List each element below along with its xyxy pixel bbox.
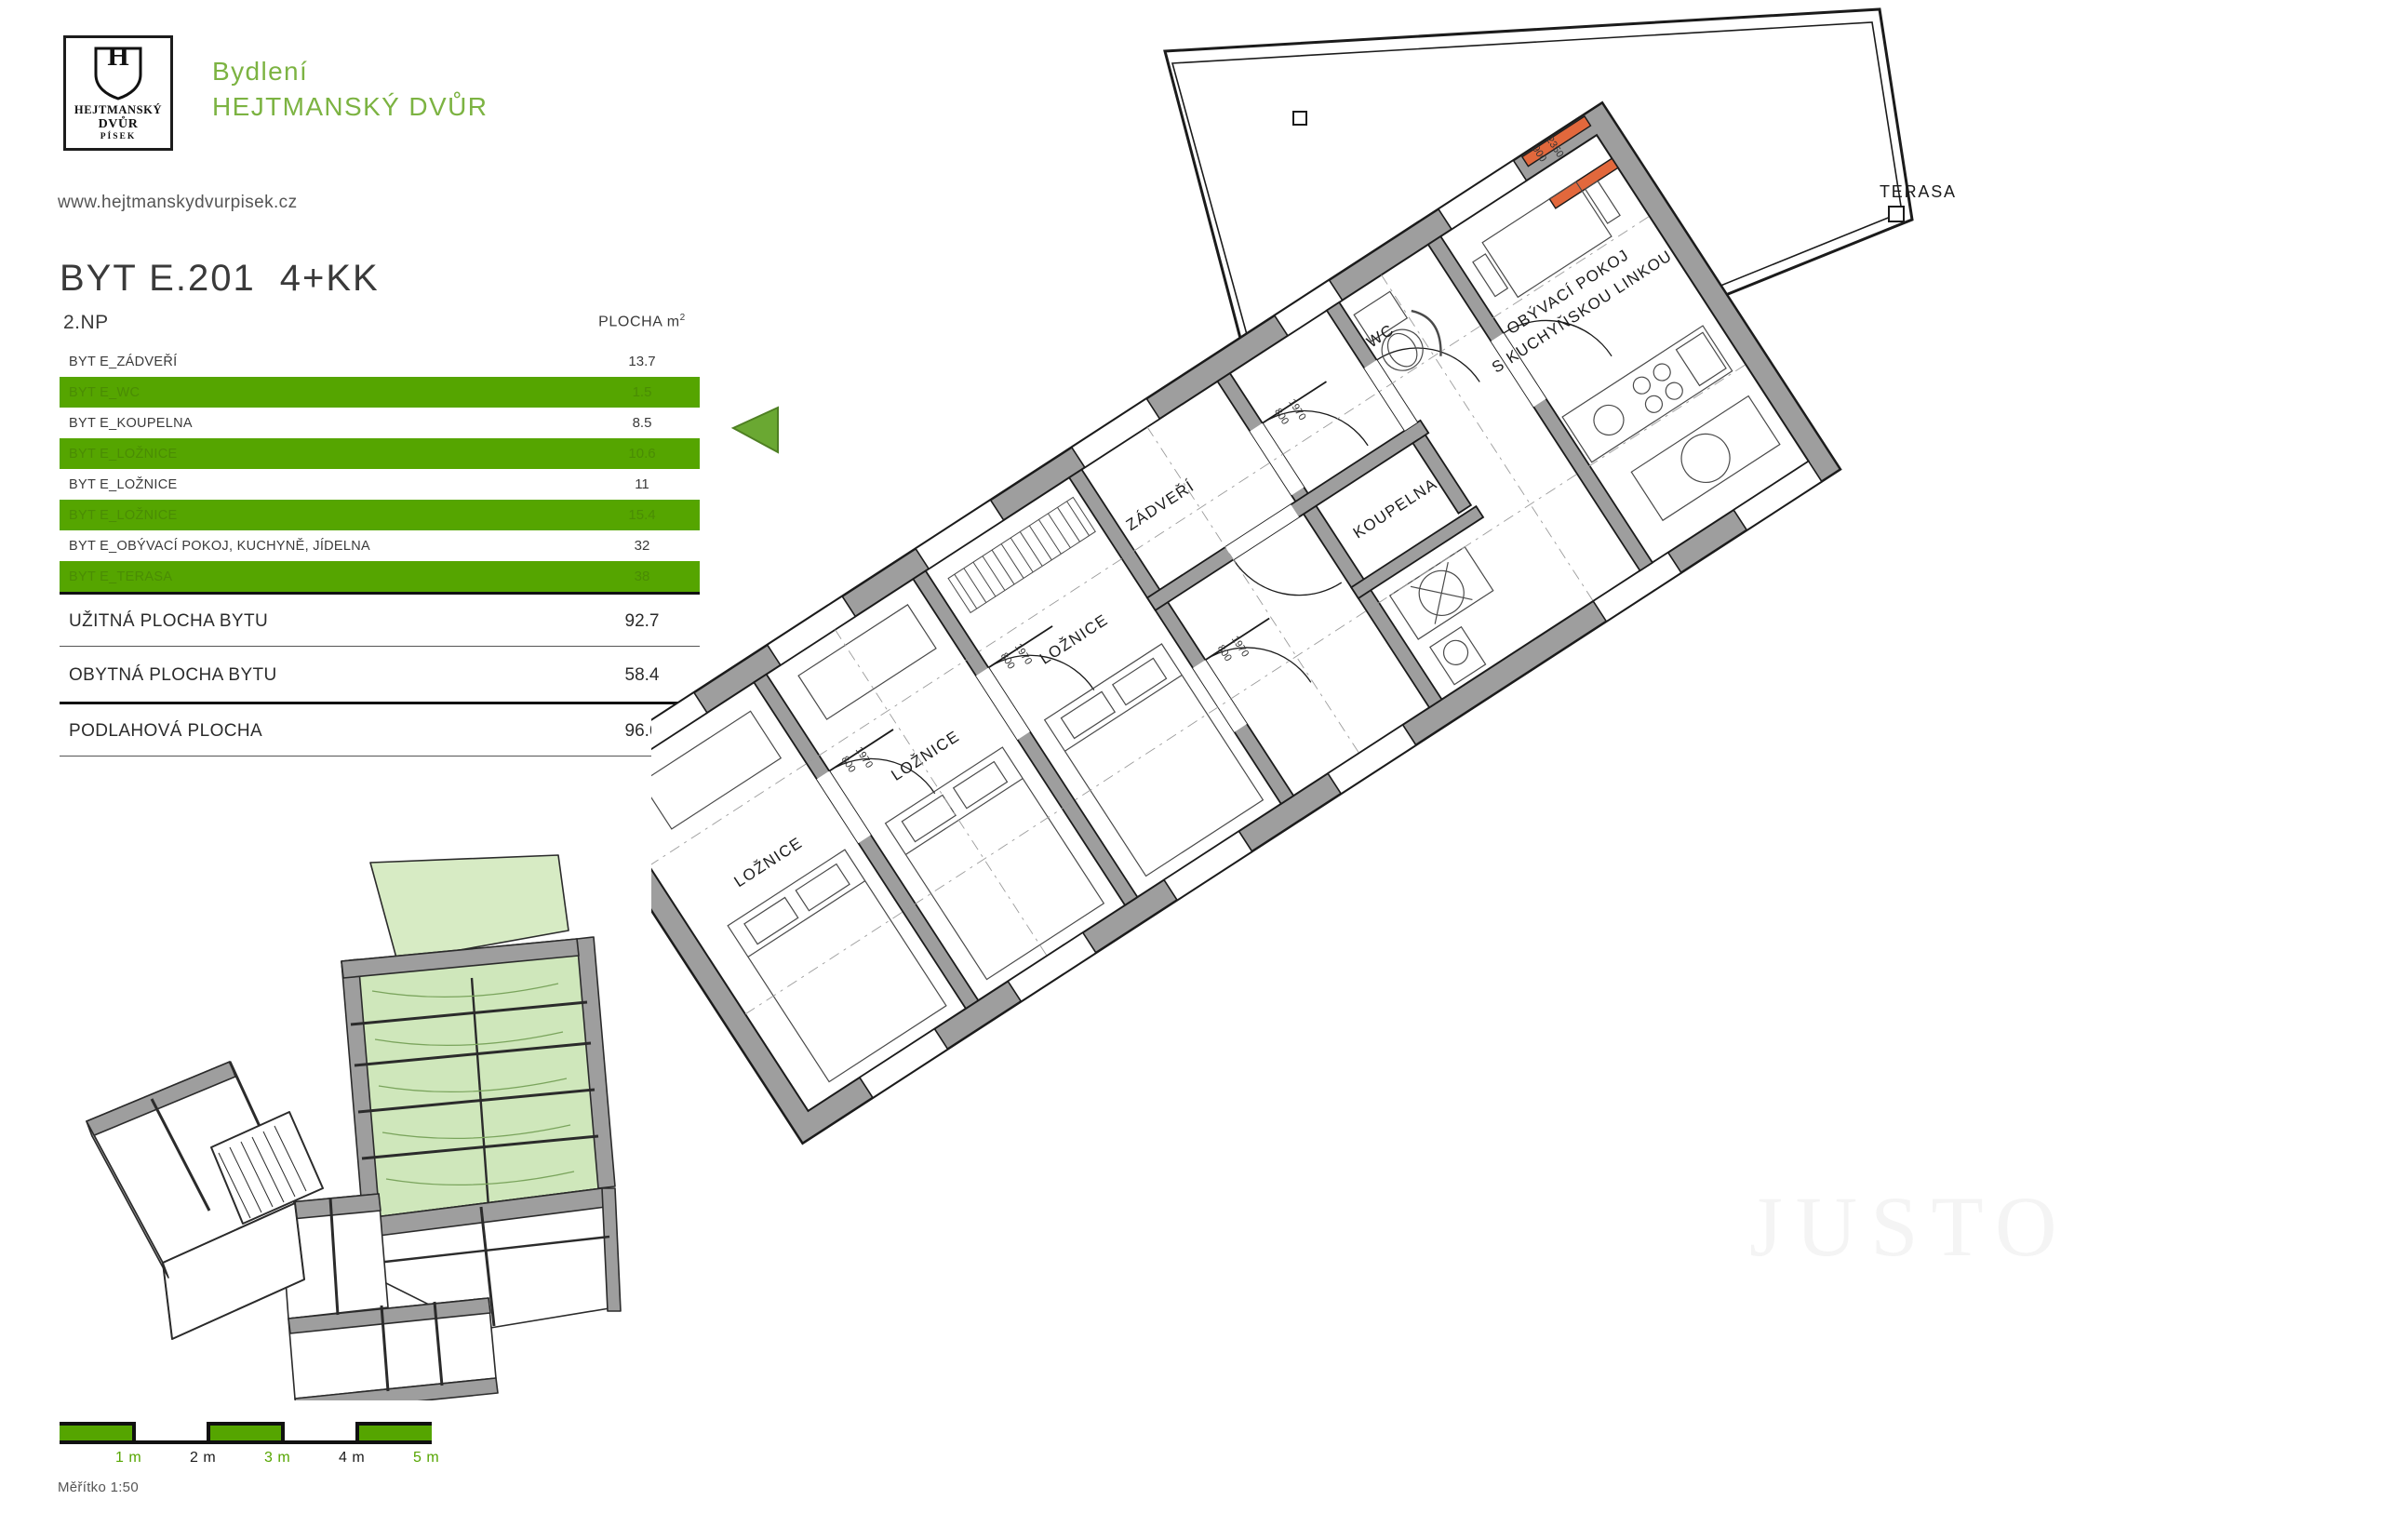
table-row: BYT E_WC 1.5 (60, 377, 700, 408)
summary-value-living: 58.4 (624, 665, 660, 685)
summary-row-floor-area: PODLAHOVÁ PLOCHA 96.6 (60, 711, 700, 754)
room-name-cell: BYT E_LOŽNICE (69, 446, 178, 462)
table-divider-top (60, 592, 700, 595)
room-area-cell: 1.5 (632, 384, 652, 400)
scale-tick-4m: 4 m (339, 1450, 366, 1466)
summary-row-living: OBYTNÁ PLOCHA BYTU 58.4 (60, 655, 700, 698)
doors (816, 319, 1613, 844)
room-area-cell: 38 (634, 569, 650, 584)
table-divider-bottom (60, 702, 700, 704)
room-area-cell: 10.6 (628, 446, 656, 462)
room-area-cell: 11 (635, 476, 649, 492)
table-divider-end (60, 756, 700, 757)
room-area-cell: 32 (634, 538, 650, 554)
room-label-terasa: TERASA (1880, 182, 1957, 201)
axis-lines (651, 215, 1746, 1015)
shield-icon (94, 47, 142, 100)
info-panel: H HEJTMANSKÝ DVŮR PÍSEK Bydlení HEJTMANS… (0, 0, 744, 1540)
room-name-cell: BYT E_KOUPELNA (69, 415, 193, 431)
logo-city: PÍSEK (100, 132, 137, 141)
logo-name-line1: HEJTMANSKÝ (74, 103, 163, 116)
room-area-cell: 8.5 (632, 415, 652, 431)
justo-watermark: JUSTO (1749, 1179, 2070, 1274)
scale-tick-labels: 1 m 2 m 3 m 4 m 5 m (58, 1450, 458, 1470)
brand-title-line2: HEJTMANSKÝ DVŮR (212, 92, 488, 121)
room-name-cell: BYT E_LOŽNICE (69, 476, 178, 492)
table-row: BYT E_LOŽNICE 11 (60, 469, 700, 500)
scale-tick-3m: 3 m (264, 1450, 291, 1466)
keyplan-terrace (369, 854, 569, 962)
scale-tick-5m: 5 m (413, 1450, 440, 1466)
summary-row-usable: UŽITNÁ PLOCHA BYTU 92.7 (60, 601, 700, 644)
table-row: BYT E_LOŽNICE 10.6 (60, 438, 700, 469)
summary-divider (60, 646, 700, 647)
website-url[interactable]: www.hejtmanskydvurpisek.cz (58, 193, 298, 212)
floor-label: 2.NP (63, 312, 109, 333)
brand-title-line1: Bydlení (212, 57, 309, 86)
apartment-id: BYT E.201 (60, 258, 256, 299)
table-row: BYT E_OBÝVACÍ POKOJ, KUCHYNĚ, JÍDELNA 32 (60, 530, 700, 561)
room-name-cell: BYT E_TERASA (69, 569, 173, 584)
summary-label-usable: UŽITNÁ PLOCHA BYTU (69, 611, 269, 631)
scale-bar-graphic (60, 1422, 432, 1444)
room-name-cell: BYT E_WC (69, 384, 141, 400)
plan-svg: LOŽNICE LOŽNICE LOŽNICE ZÁDVEŘÍ KOUPELNA… (651, 7, 1957, 1145)
brand-title: Bydlení HEJTMANSKÝ DVŮR (212, 54, 488, 125)
floor-plan-drawing: JUSTO (651, 0, 2382, 1540)
summary-label-floor-area: PODLAHOVÁ PLOCHA (69, 721, 263, 741)
area-column-header: PLOCHA m2 (598, 313, 686, 330)
scale-tick-2m: 2 m (190, 1450, 217, 1466)
table-row: BYT E_LOŽNICE 15.4 (60, 500, 700, 530)
table-row: BYT E_TERASA 38 (60, 561, 700, 592)
page-title: BYT E.201 4+KK (60, 258, 380, 300)
apartment-layout: 4+KK (279, 258, 380, 299)
room-name-cell: BYT E_ZÁDVEŘÍ (69, 354, 178, 369)
apartment-body: LOŽNICE LOŽNICE LOŽNICE ZÁDVEŘÍ KOUPELNA… (651, 100, 1842, 1145)
logo-monogram: H (107, 41, 129, 72)
company-logo: H HEJTMANSKÝ DVŮR PÍSEK (63, 35, 173, 151)
summary-value-usable: 92.7 (624, 611, 660, 631)
room-name-cell: BYT E_LOŽNICE (69, 507, 178, 523)
table-row: BYT E_KOUPELNA 8.5 (60, 408, 700, 438)
room-area-cell: 15.4 (628, 507, 656, 523)
scale-caption: Měřítko 1:50 (58, 1480, 139, 1495)
scale-bar: 1 m 2 m 3 m 4 m 5 m Měřítko 1:50 (58, 1422, 467, 1524)
logo-name-line2: DVŮR (98, 117, 139, 131)
furniture (651, 180, 1781, 1083)
room-name-cell: BYT E_OBÝVACÍ POKOJ, KUCHYNĚ, JÍDELNA (69, 538, 371, 554)
entrance-arrow-icon (730, 406, 779, 454)
room-area-cell: 13.7 (628, 354, 656, 369)
table-row: BYT E_ZÁDVEŘÍ 13.7 (60, 346, 700, 377)
summary-label-living: OBYTNÁ PLOCHA BYTU (69, 665, 277, 685)
building-key-plan (86, 854, 622, 1400)
scale-tick-1m: 1 m (115, 1450, 142, 1466)
